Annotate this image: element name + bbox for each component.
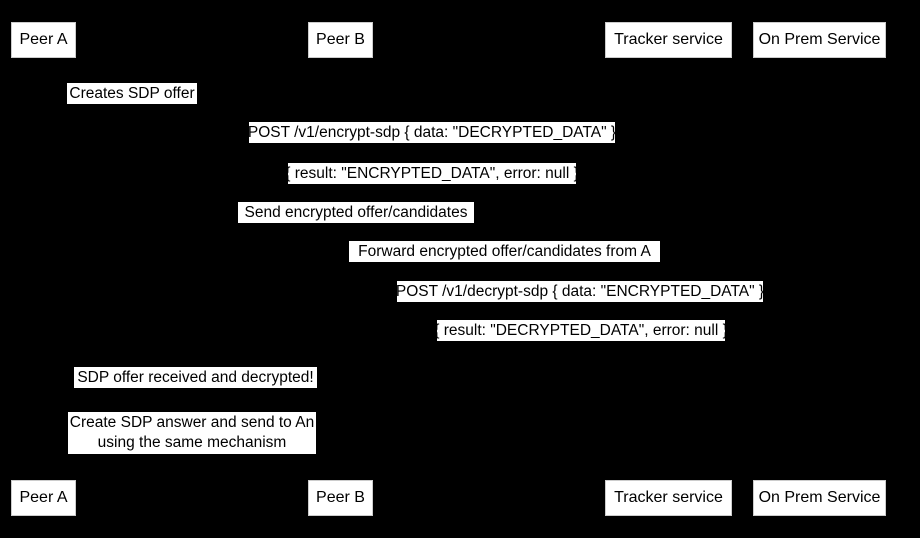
message-post-encrypt-sdp: POST /v1/encrypt-sdp { data: "DECRYPTED_… bbox=[247, 122, 617, 143]
actor-on-prem-service-bottom: On Prem Service bbox=[753, 480, 886, 516]
message-sdp-offer-received: SDP offer received and decrypted! bbox=[74, 367, 317, 388]
actor-on-prem-service-top: On Prem Service bbox=[753, 22, 886, 58]
message-forward-encrypted-offer: Forward encrypted offer/candidates from … bbox=[349, 241, 660, 262]
actor-tracker-service-top: Tracker service bbox=[605, 22, 732, 58]
note-create-sdp-answer: Create SDP answer and send to An using t… bbox=[68, 412, 316, 454]
message-send-encrypted-offer: Send encrypted offer/candidates bbox=[238, 202, 474, 223]
actor-peer-a-top: Peer A bbox=[11, 22, 76, 58]
message-creates-sdp-offer: Creates SDP offer bbox=[67, 83, 197, 104]
message-result-decrypted-data: { result: "DECRYPTED_DATA", error: null … bbox=[434, 320, 728, 341]
note-line-1: Create SDP answer and send to An bbox=[69, 414, 315, 431]
message-post-decrypt-sdp: POST /v1/decrypt-sdp { data: "ENCRYPTED_… bbox=[395, 281, 765, 302]
note-line-2: using the same mechanism bbox=[97, 434, 287, 451]
message-result-encrypted-data: { result: "ENCRYPTED_DATA", error: null … bbox=[285, 163, 579, 184]
actor-peer-a-bottom: Peer A bbox=[11, 480, 76, 516]
actor-peer-b-bottom: Peer B bbox=[308, 480, 373, 516]
actor-peer-b-top: Peer B bbox=[308, 22, 373, 58]
actor-tracker-service-bottom: Tracker service bbox=[605, 480, 732, 516]
